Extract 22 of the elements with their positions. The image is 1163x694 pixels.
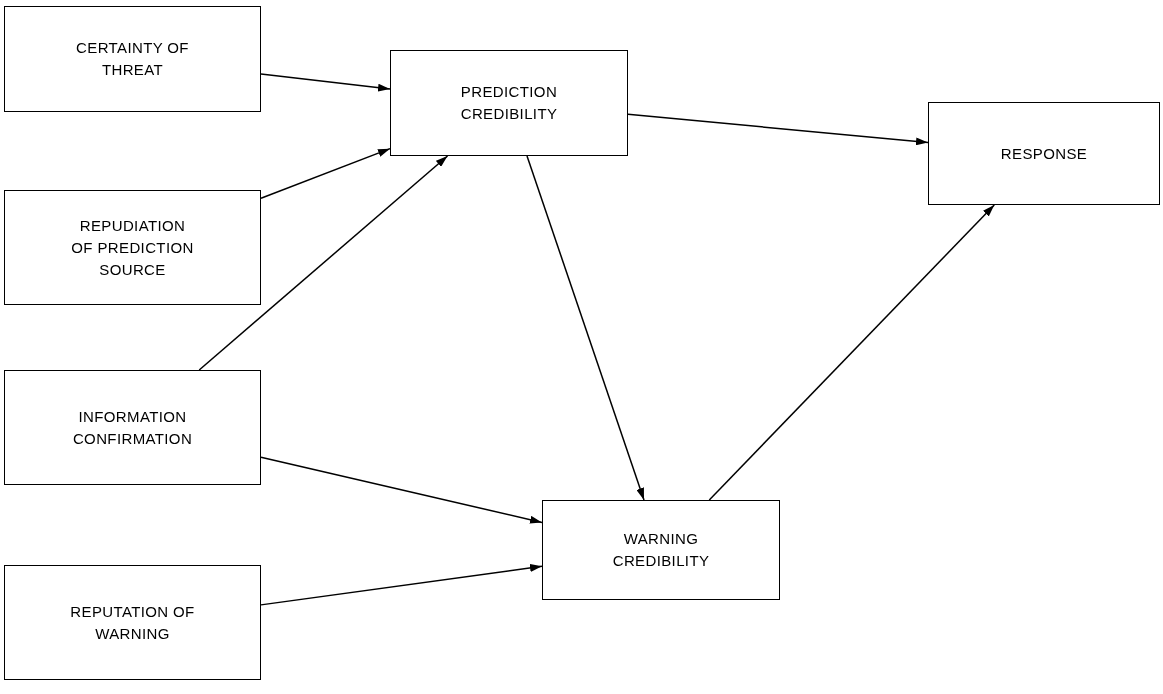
box-label: REPUTATION OF WARNING (69, 601, 196, 644)
arrow (260, 147, 391, 199)
arrow (260, 73, 391, 92)
arrow (526, 155, 645, 501)
box-label: INFORMATION CONFIRMATION (71, 406, 194, 449)
process-box (4, 190, 261, 305)
process-box (928, 102, 1160, 205)
box-label: WARNING CREDIBILITY (611, 529, 711, 571)
box-label: PREDICTION CREDIBILITY (459, 82, 559, 124)
box-label: CERTAINTY OF THREAT (75, 38, 190, 80)
arrow (627, 113, 929, 146)
process-box (4, 370, 261, 485)
process-box (542, 500, 780, 600)
process-box (4, 565, 261, 680)
box-label: REPUDIATION OF PREDICTION SOURCE (70, 215, 195, 280)
arrow (708, 204, 995, 501)
arrow (260, 564, 543, 606)
arrow (198, 155, 449, 371)
arrow (260, 456, 543, 524)
process-box (4, 6, 261, 112)
process-box (390, 50, 628, 156)
box-label: RESPONSE (1000, 143, 1088, 164)
